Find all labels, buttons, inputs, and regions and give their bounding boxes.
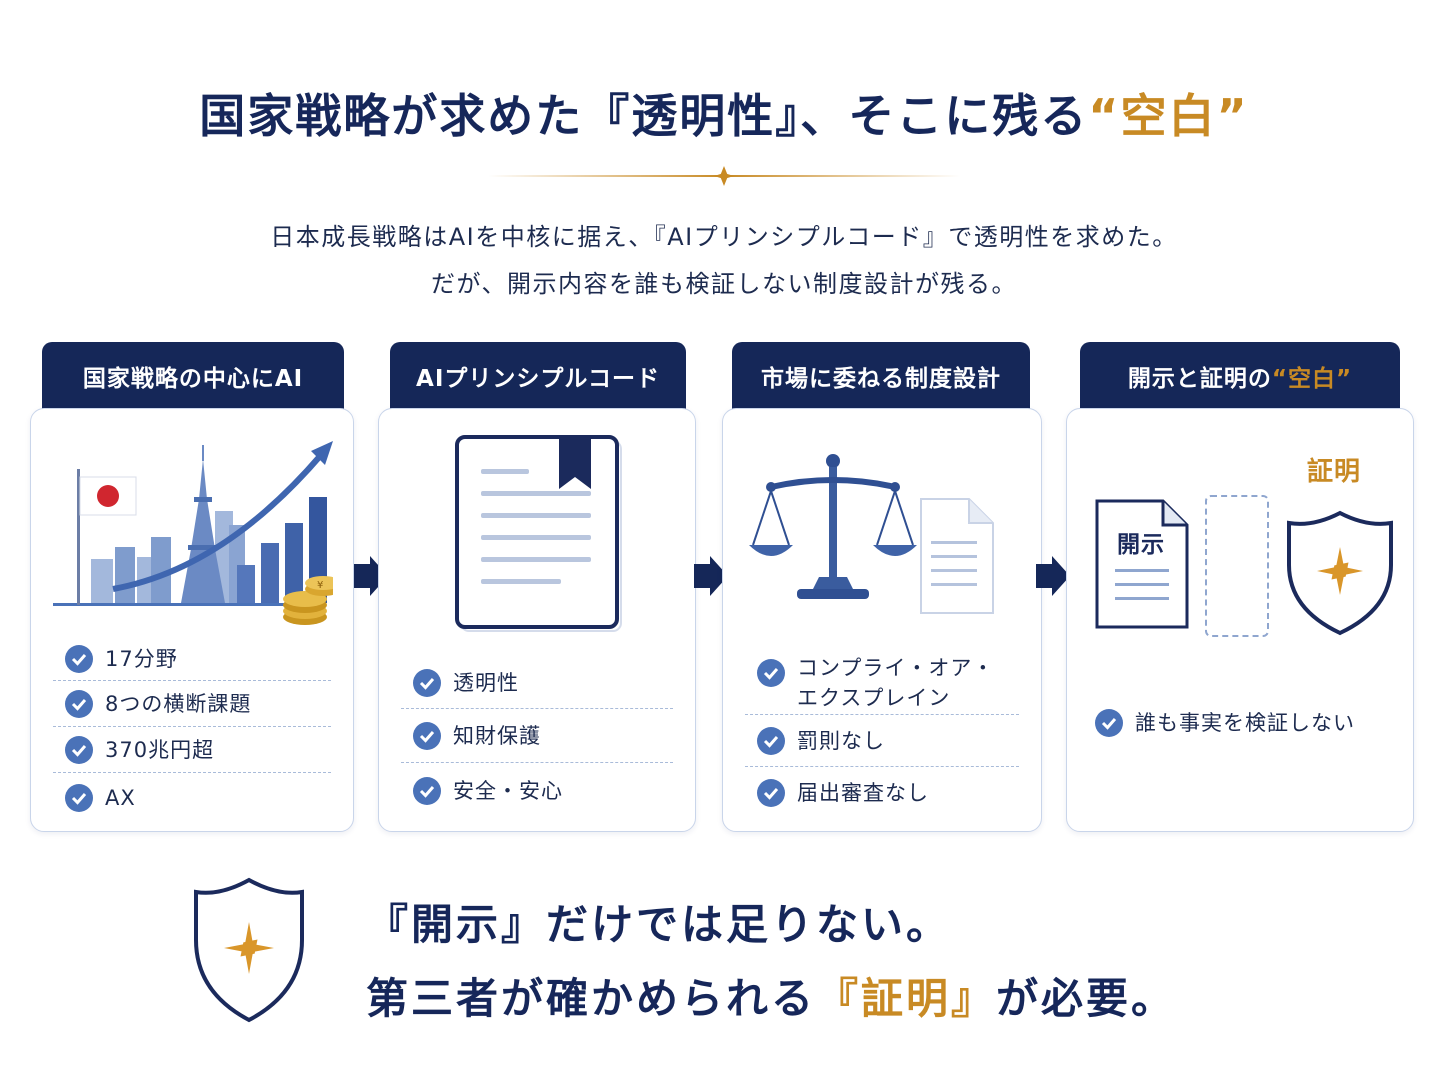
item-label: 透明性	[453, 671, 519, 695]
flow-arrow-icon	[1036, 556, 1070, 596]
svg-text:¥: ¥	[317, 580, 323, 591]
disclosure-label: 開示	[1117, 532, 1165, 558]
conclusion-shield-icon	[194, 877, 304, 1023]
check-icon	[1095, 709, 1123, 737]
item-label: 誰も事実を検証しない	[1135, 711, 1355, 735]
title-accent: “空白”	[1088, 89, 1249, 143]
item-label: 安全・安心	[453, 779, 563, 803]
item-label: コンプライ・オア・ エクスプレイン	[797, 656, 995, 710]
tab-label: 国家戦略の中心にAI	[82, 366, 304, 392]
tab-ai-principle-code: AIプリンシプルコード	[390, 342, 686, 412]
item-label: 罰則なし	[797, 729, 885, 753]
list-item: AX	[53, 773, 331, 823]
item-label: 届出審査なし	[797, 781, 929, 805]
item-label: 知財保護	[453, 724, 541, 748]
check-icon	[757, 659, 785, 687]
list-item: 8つの横断課題	[53, 681, 331, 727]
tab-disclosure-proof-gap: 開示と証明の“空白”	[1080, 342, 1400, 412]
check-icon	[757, 779, 785, 807]
check-icon	[757, 727, 785, 755]
list-item: 罰則なし	[745, 715, 1019, 767]
gap-placeholder	[1205, 495, 1269, 637]
flow-arrow-icon	[354, 556, 388, 596]
list-item: 370兆円超	[53, 727, 331, 773]
card-market-institution-design: コンプライ・オア・ エクスプレイン 罰則なし 届出審査なし	[722, 408, 1042, 832]
item-label: 17分野	[105, 647, 178, 671]
shield-star-icon	[1287, 510, 1393, 636]
subtitle-line-2: だが、開示内容を誰も検証しない制度設計が残る。	[430, 270, 1018, 298]
proof-label: 証明	[1307, 457, 1362, 487]
growth-city-icon: ¥	[53, 441, 333, 625]
list-item: コンプライ・オア・ エクスプレイン	[745, 647, 1019, 715]
conclusion-text: 『開示』だけでは足りない。 第三者が確かめられる『証明』が必要。	[366, 888, 1176, 1036]
subtitle-line-1: 日本成長戦略はAIを中核に据え、『AIプリンシプルコード』で透明性を求めた。	[270, 223, 1178, 251]
list-item: 誰も事実を検証しない	[1083, 703, 1399, 743]
title-main: 国家戦略が求めた『透明性』、そこに残る	[199, 89, 1089, 143]
conclusion-line-1: 『開示』だけでは足りない。	[366, 900, 952, 949]
disclosure-document-icon	[1095, 499, 1189, 629]
subtitle: 日本成長戦略はAIを中核に据え、『AIプリンシプルコード』で透明性を求めた。 だ…	[0, 214, 1448, 308]
checklist-ai-national-strategy: 17分野 8つの横断課題 370兆円超 AX	[53, 637, 331, 823]
document-bookmark-icon	[455, 435, 622, 632]
list-item: 17分野	[53, 637, 331, 681]
checklist-disclosure-proof-gap: 誰も事実を検証しない	[1083, 703, 1399, 743]
check-icon	[413, 669, 441, 697]
check-icon	[65, 645, 93, 673]
page-title: 国家戦略が求めた『透明性』、そこに残る“空白”	[0, 80, 1448, 146]
tab-label: 市場に委ねる制度設計	[761, 366, 1001, 392]
tab-label: 開示と証明の	[1127, 366, 1272, 392]
scales-icon	[749, 454, 994, 614]
conclusion-line-2-after: が必要。	[996, 974, 1177, 1023]
item-label: AX	[105, 786, 136, 810]
check-icon	[65, 690, 93, 718]
divider-ornament	[488, 166, 960, 186]
card-disclosure-proof-gap: 開示 証明 誰も事実を検証しない	[1066, 408, 1414, 832]
flow-arrow-icon	[694, 556, 728, 596]
check-icon	[65, 736, 93, 764]
card-ai-principle-code: 透明性 知財保護 安全・安心	[378, 408, 696, 832]
conclusion-line-2: 第三者が確かめられる『証明』が必要。	[366, 962, 1176, 1036]
list-item: 安全・安心	[401, 763, 673, 819]
conclusion-line-2-accent: 『証明』	[816, 974, 997, 1023]
list-item: 知財保護	[401, 709, 673, 763]
check-icon	[413, 777, 441, 805]
item-label: 8つの横断課題	[105, 692, 252, 716]
checklist-ai-principle-code: 透明性 知財保護 安全・安心	[401, 657, 673, 819]
item-label: 370兆円超	[105, 738, 215, 762]
tab-ai-national-strategy: 国家戦略の中心にAI	[42, 342, 344, 412]
check-icon	[413, 722, 441, 750]
card-ai-national-strategy: ¥ 17分野 8つの横断課題 370兆円超 AX	[30, 408, 354, 832]
tab-label: AIプリンシプルコード	[416, 366, 660, 392]
list-item: 届出審査なし	[745, 767, 1019, 819]
conclusion-line-2-before: 第三者が確かめられる	[366, 974, 817, 1023]
list-item: 透明性	[401, 657, 673, 709]
checklist-market-institution-design: コンプライ・オア・ エクスプレイン 罰則なし 届出審査なし	[745, 647, 1019, 819]
tab-accent: “空白”	[1271, 366, 1353, 392]
tab-market-institution-design: 市場に委ねる制度設計	[732, 342, 1030, 412]
check-icon	[65, 784, 93, 812]
